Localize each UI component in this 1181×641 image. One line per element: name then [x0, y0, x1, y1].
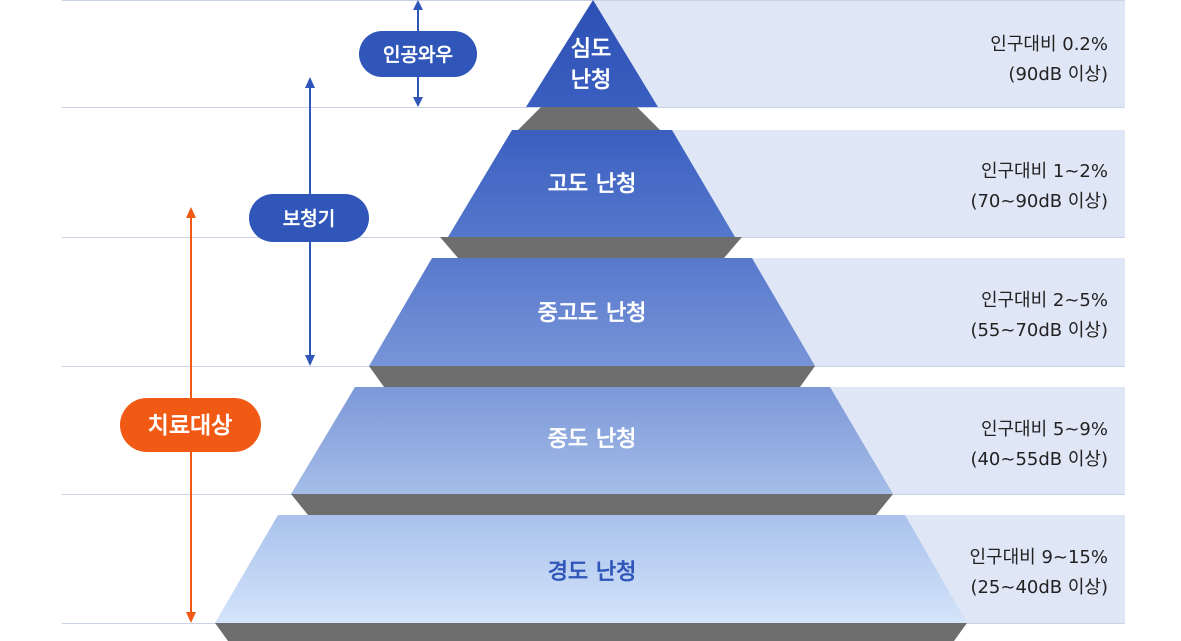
- range-profound: (90dB 이상): [1008, 64, 1108, 85]
- level-info: 인구대비 0.2% (90dB 이상) 인구대비 1~2% (70~90dB 이…: [969, 34, 1108, 598]
- level-mild: [215, 515, 967, 623]
- stat-moderately-severe: 인구대비 2~5%: [981, 290, 1108, 311]
- range-moderately-severe: (55~70dB 이상): [970, 320, 1108, 341]
- level-profound: [526, 0, 658, 107]
- level-title-severe: 고도 난청: [548, 172, 637, 197]
- stat-moderate: 인구대비 5~9%: [981, 419, 1108, 440]
- arrowhead-up-icon: [305, 77, 315, 88]
- level-title-profound-2: 난청: [571, 68, 611, 93]
- arrowhead-up-icon: [413, 0, 423, 10]
- hearing-aid-label: 보청기: [283, 208, 335, 230]
- arrowhead-up-icon: [186, 207, 196, 218]
- stat-severe: 인구대비 1~2%: [981, 161, 1108, 182]
- arrowhead-down-icon: [305, 355, 315, 366]
- range-moderate: (40~55dB 이상): [970, 449, 1108, 470]
- arrowhead-down-icon: [186, 612, 196, 623]
- level-severe: [448, 130, 735, 237]
- hearing-aid-pill: [249, 194, 369, 242]
- level-title-moderate: 중도 난청: [548, 427, 637, 452]
- range-severe: (70~90dB 이상): [970, 191, 1108, 212]
- implant-bracket: 인공와우: [359, 0, 477, 107]
- pyramid-separators: [215, 107, 967, 641]
- treatment-label: 치료대상: [148, 413, 233, 439]
- level-title-profound-1: 심도: [571, 37, 611, 62]
- level-moderate: [291, 387, 893, 494]
- level-title-mild: 경도 난청: [548, 560, 637, 585]
- range-mild: (25~40dB 이상): [970, 577, 1108, 598]
- hearing-aid-bracket: 보청기: [249, 77, 369, 366]
- level-title-moderately-severe: 중고도 난청: [538, 301, 647, 326]
- implant-label: 인공와우: [383, 44, 453, 66]
- stat-mild: 인구대비 9~15%: [969, 547, 1108, 568]
- implant-pill: [359, 31, 477, 77]
- treatment-bracket: 치료대상: [120, 207, 261, 623]
- info-bands: [593, 1, 1125, 623]
- treatment-pill: [120, 398, 261, 452]
- stat-profound: 인구대비 0.2%: [990, 34, 1108, 55]
- level-moderately-severe: [369, 258, 815, 366]
- arrowhead-down-icon: [413, 97, 423, 107]
